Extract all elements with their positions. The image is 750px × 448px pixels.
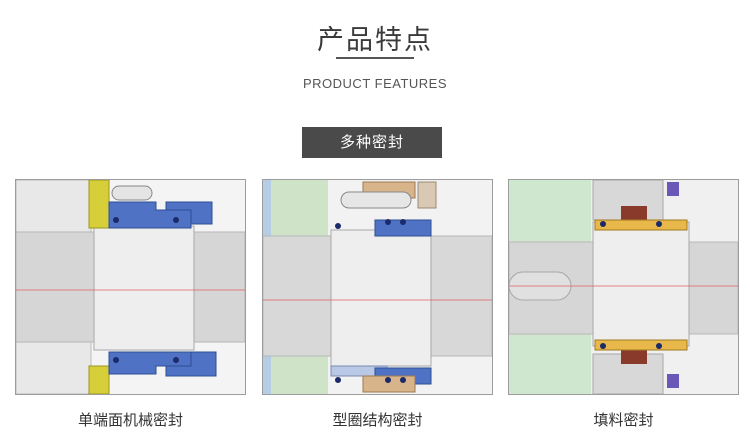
page-subtitle: PRODUCT FEATURES xyxy=(302,76,448,91)
caption-mechanical-seal: 单端面机械密封 xyxy=(77,411,183,429)
caption-o-ring-seal: 型圈结构密封 xyxy=(332,411,423,429)
o-ring-seal-diagram xyxy=(262,179,493,395)
caption-packing-seal: 填料密封 xyxy=(593,411,654,429)
mechanical-seal-drawing xyxy=(16,180,245,394)
page-title: 产品特点 xyxy=(317,25,433,56)
packing-seal-diagram xyxy=(508,179,739,395)
section-badge-seal-types[interactable]: 多种密封 xyxy=(302,127,442,158)
packing-seal-drawing xyxy=(509,180,738,394)
o-ring-seal-drawing xyxy=(263,180,492,394)
title-underline xyxy=(336,57,414,59)
mechanical-seal-diagram xyxy=(15,179,246,395)
